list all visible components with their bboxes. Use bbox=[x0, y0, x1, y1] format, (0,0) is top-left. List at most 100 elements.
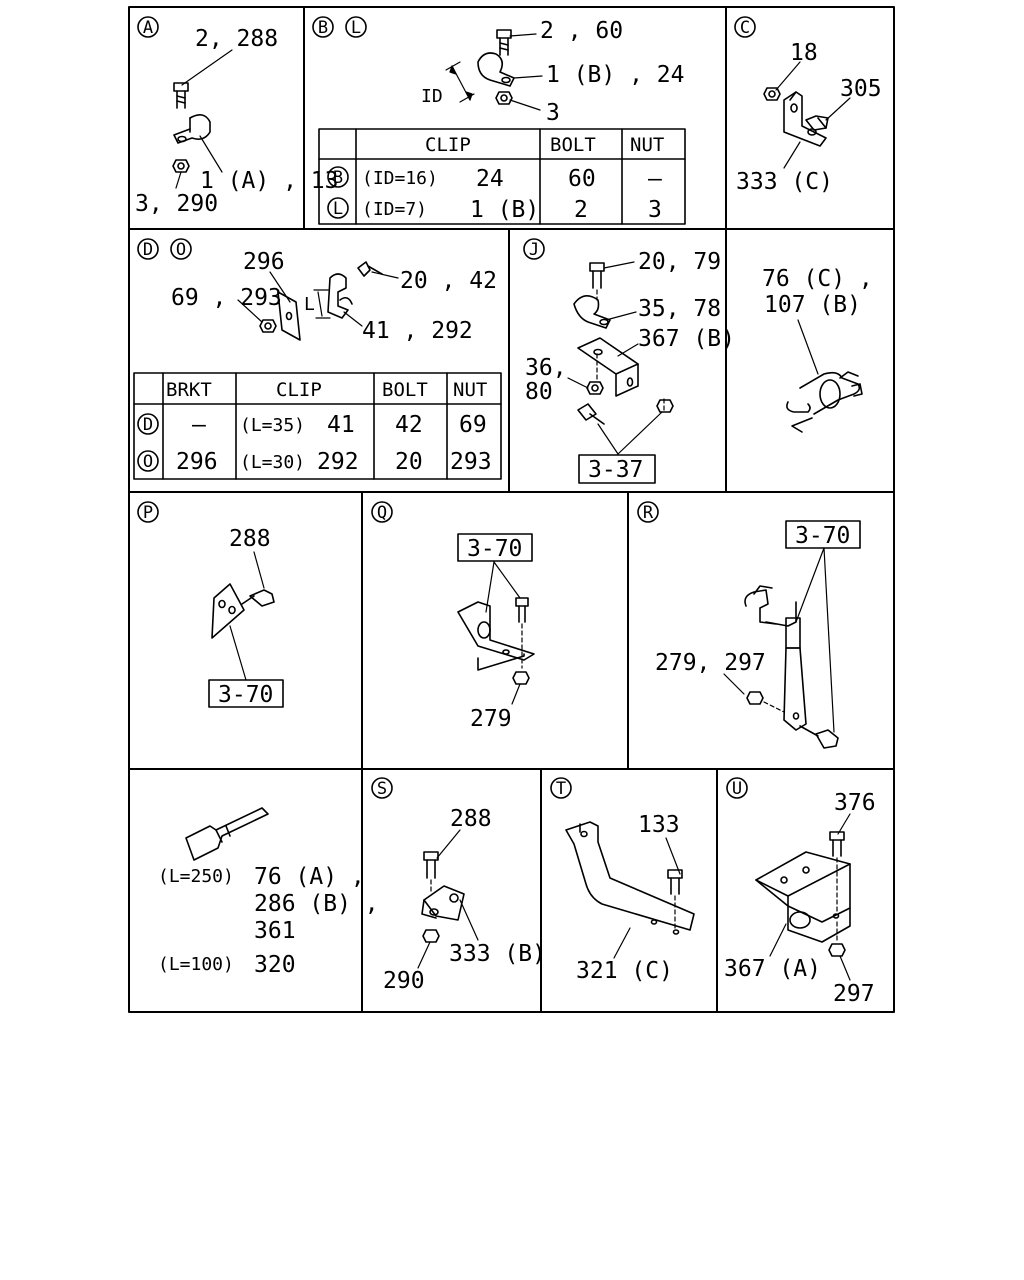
nut-icon bbox=[512, 671, 530, 685]
clip-icon bbox=[173, 114, 211, 144]
bracket-icon bbox=[577, 337, 639, 397]
callout-bracket: 367 (B) bbox=[638, 326, 735, 352]
id-dimension bbox=[445, 61, 475, 103]
nut-icon bbox=[495, 91, 513, 105]
row-nut: 293 bbox=[450, 449, 492, 475]
row-spec: (L=30) bbox=[240, 452, 305, 473]
bolt-icon bbox=[515, 597, 529, 623]
bracket-icon bbox=[565, 821, 695, 935]
row-nut: – bbox=[648, 166, 662, 192]
bracket-icon bbox=[421, 885, 465, 921]
row-spec: (L=35) bbox=[240, 415, 305, 436]
panel-p bbox=[137, 501, 284, 708]
callout-plate: 296 bbox=[243, 249, 285, 275]
clip-icon bbox=[573, 295, 611, 329]
bolt-icon bbox=[423, 851, 439, 879]
bracket-icon bbox=[755, 851, 851, 943]
nut-icon bbox=[656, 399, 674, 413]
ref-box-label: 3-37 bbox=[588, 457, 643, 483]
bolt-icon bbox=[496, 29, 512, 56]
row-bolt: 20 bbox=[395, 449, 423, 475]
clip-icon bbox=[327, 273, 353, 319]
clip-icon bbox=[477, 52, 515, 87]
callout-nut: 297 bbox=[833, 981, 875, 1007]
ref-box-frame bbox=[457, 533, 533, 562]
ref-box-label: 3-70 bbox=[795, 523, 850, 549]
callout-bracket: 333 (C) bbox=[736, 169, 833, 195]
cable-tie-icon bbox=[185, 807, 269, 861]
bolt-icon bbox=[589, 262, 605, 289]
panel-letter: T bbox=[556, 779, 566, 799]
ref-box-label: 3-70 bbox=[467, 536, 522, 562]
panel-b-l bbox=[312, 16, 686, 225]
nut-icon bbox=[763, 87, 781, 101]
row-clip: 292 bbox=[317, 449, 359, 475]
callout-clip: 76 (C) , bbox=[762, 266, 873, 292]
callout-nut: 279, 297 bbox=[655, 650, 766, 676]
callout-clip: 1 (A) , 13 bbox=[200, 168, 338, 194]
table-header-brkt: BRKT bbox=[166, 379, 212, 401]
callout-bolt: 305 bbox=[840, 76, 882, 102]
nut-icon bbox=[172, 159, 190, 173]
row-bolt: 60 bbox=[568, 166, 596, 192]
ref-box-frame bbox=[578, 454, 656, 484]
panel-letter: S bbox=[377, 779, 387, 799]
callout-bolt: 288 bbox=[229, 526, 271, 552]
table-header-nut: NUT bbox=[630, 134, 664, 156]
l-dimension bbox=[313, 289, 331, 319]
panel-letter: B bbox=[318, 18, 328, 38]
strap-part: 320 bbox=[254, 952, 296, 978]
hose-clip-icon bbox=[786, 371, 863, 433]
panel-letter: P bbox=[143, 503, 153, 523]
row-brkt: – bbox=[192, 412, 206, 438]
panel-letter: J bbox=[529, 240, 539, 260]
bolt-icon bbox=[667, 869, 683, 895]
bolt-icon bbox=[799, 725, 839, 749]
nut-icon bbox=[828, 943, 846, 957]
nut-icon bbox=[586, 381, 604, 395]
bolt-icon bbox=[829, 831, 845, 857]
panel-q bbox=[371, 501, 535, 705]
callout-clip: 1 (B) , 24 bbox=[546, 62, 684, 88]
row-clip: 1 (B) bbox=[470, 197, 539, 223]
callout-nut: 3, 290 bbox=[135, 191, 218, 217]
callout-nut: 290 bbox=[383, 968, 425, 994]
panel-letter-circle bbox=[137, 16, 159, 38]
bolt-icon bbox=[241, 589, 275, 607]
panel-letter: A bbox=[143, 18, 153, 38]
bolt-icon bbox=[173, 82, 189, 109]
table-header-clip: CLIP bbox=[276, 379, 322, 401]
callout-clip: 35, 78 bbox=[638, 296, 721, 322]
bolt-icon bbox=[805, 115, 829, 131]
callout-bolt: 133 bbox=[638, 812, 680, 838]
callout-clip: 41 , 292 bbox=[362, 318, 473, 344]
row-key: O bbox=[143, 452, 153, 472]
bracket-icon bbox=[211, 583, 245, 639]
table-header-nut: NUT bbox=[453, 379, 487, 401]
bracket-icon bbox=[783, 91, 827, 147]
bolt-icon bbox=[357, 261, 383, 277]
callout-nut: 3 bbox=[546, 100, 560, 126]
callout-bracket: 367 (A) bbox=[724, 956, 821, 982]
panel-letter: O bbox=[176, 240, 186, 260]
panel-t bbox=[550, 777, 695, 959]
nut-icon bbox=[746, 691, 764, 705]
ref-box-label: 3-70 bbox=[218, 682, 273, 708]
row-spec: (ID=16) bbox=[362, 168, 438, 189]
table-header-bolt: BOLT bbox=[550, 134, 596, 156]
callout-bolt: 376 bbox=[834, 790, 876, 816]
panel-grid bbox=[128, 6, 895, 1013]
panel-letter: D bbox=[143, 240, 153, 260]
clip-table-grid bbox=[318, 128, 686, 225]
plate-icon bbox=[277, 291, 301, 341]
row-nut: 69 bbox=[459, 412, 487, 438]
panel-letter: L bbox=[351, 18, 361, 38]
pipe-fitting-icon bbox=[744, 585, 801, 649]
bolt-icon bbox=[577, 403, 605, 425]
panel-letter: R bbox=[643, 503, 654, 523]
callout-nut: 279 bbox=[470, 706, 512, 732]
callout-clip-2: 107 (B) bbox=[764, 292, 861, 318]
row-key: L bbox=[333, 199, 343, 219]
callout-nut: 36, bbox=[525, 355, 567, 381]
panel-clip-107b bbox=[786, 319, 863, 433]
